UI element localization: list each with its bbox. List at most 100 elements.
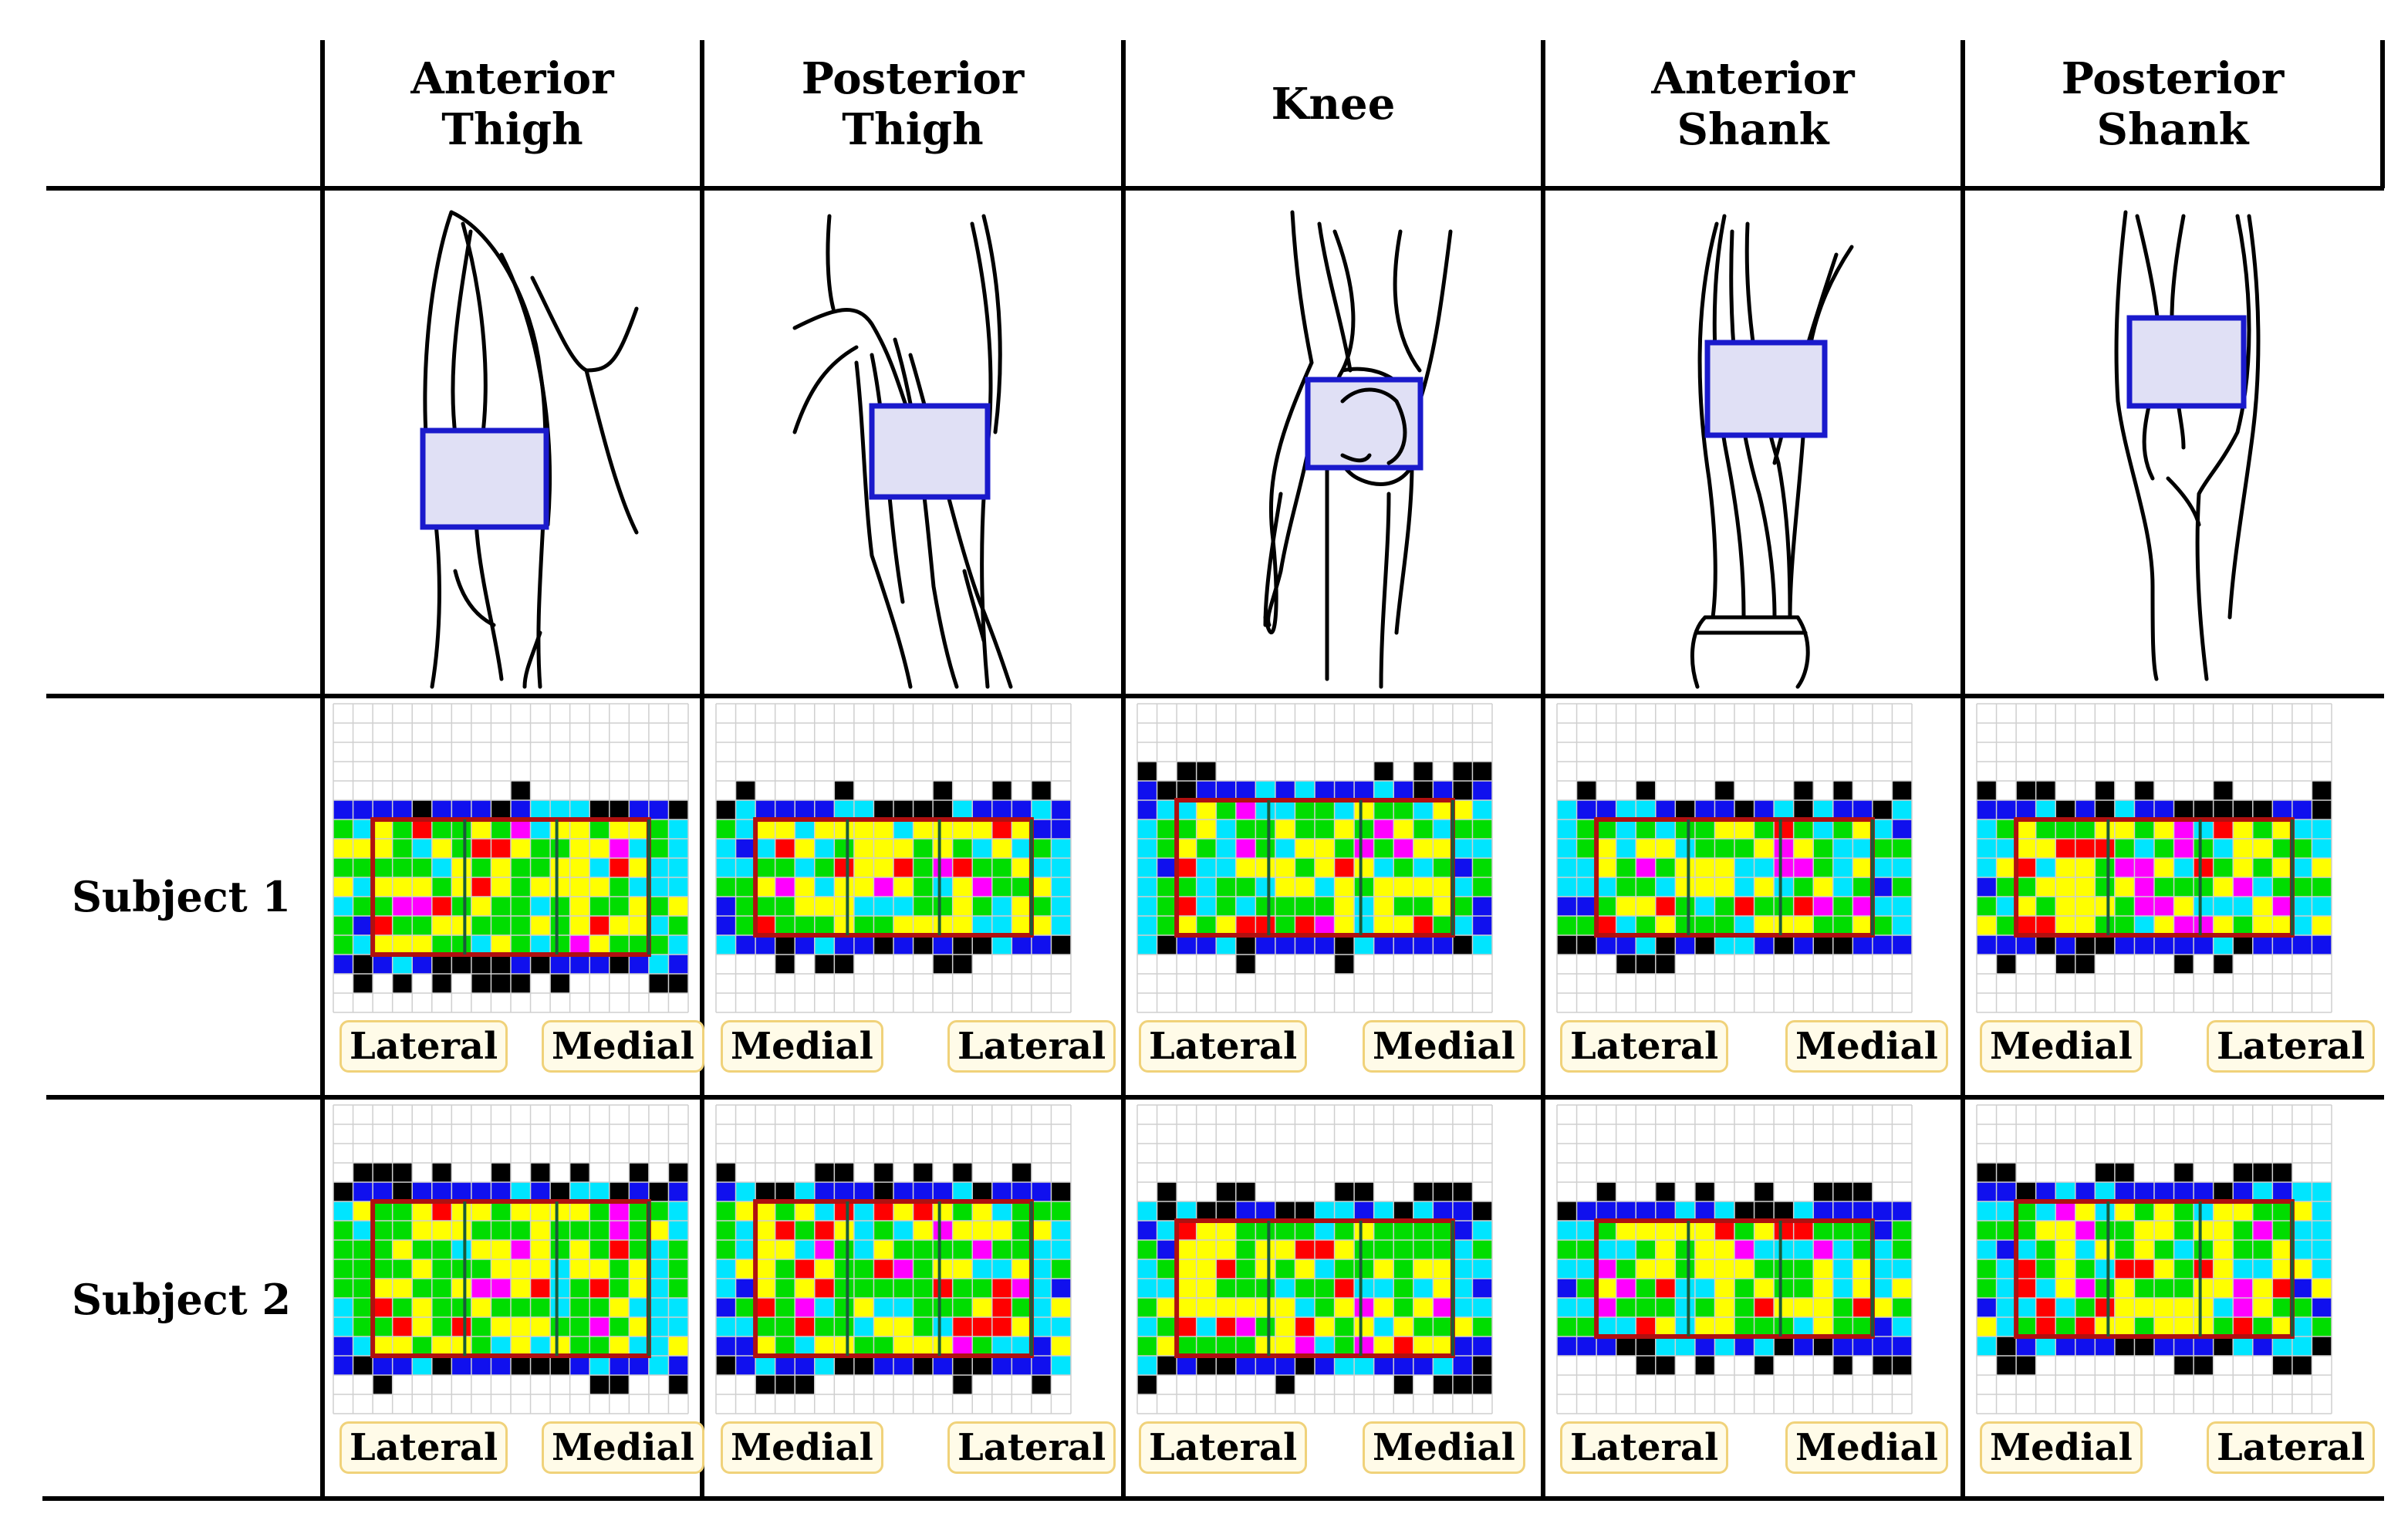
heatmap-cell [2312, 1221, 2332, 1240]
heatmap-cell [1576, 1221, 1597, 1240]
heatmap-cell [1616, 897, 1636, 916]
heatmap-cell [1813, 800, 1833, 819]
heatmap-cell [471, 1336, 491, 1356]
heatmap-cell [2213, 1279, 2234, 1298]
heatmap-cell [913, 877, 934, 897]
heatmap-cell [1714, 916, 1734, 935]
heatmap-cell [2272, 877, 2292, 897]
heatmap-cell [1694, 1201, 1715, 1221]
heatmap-cell [1031, 1356, 1052, 1375]
heatmap-cell [2016, 1298, 2036, 1317]
heatmap-cell [1235, 1201, 1256, 1221]
heatmap-cell [1472, 1298, 1492, 1317]
heatmap-cell [2075, 935, 2096, 955]
heatmap-cell [1393, 1259, 1413, 1279]
heatmap-cell [392, 1336, 413, 1356]
heatmap-cell [412, 1279, 432, 1298]
heatmap-cell [1373, 1201, 1394, 1221]
heatmap-cell [1832, 1259, 1853, 1279]
heatmap-cell [1334, 1201, 1355, 1221]
heatmap-cell [1315, 935, 1335, 955]
heatmap-cell [795, 1201, 815, 1221]
heatmap-cell [2016, 877, 2036, 897]
heatmap-cell [392, 1201, 413, 1221]
heatmap-cell [834, 1221, 854, 1240]
heatmap-cell [1996, 819, 2017, 839]
heatmap-cell [2134, 800, 2154, 819]
heatmap-cell [589, 955, 610, 974]
heatmap-cell [2252, 858, 2273, 877]
heatmap-cell [1433, 858, 1453, 877]
heatmap-cell [1354, 1317, 1374, 1336]
heatmap-cell [716, 935, 736, 955]
heatmap-cell [2154, 1240, 2174, 1259]
heatmap-cell [569, 935, 590, 955]
heatmap-cell [1413, 935, 1434, 955]
heatmap-cell [333, 1240, 353, 1259]
heatmap-cell [814, 1356, 835, 1375]
heatmap-cell [609, 1356, 630, 1375]
heatmap-cell [1315, 1356, 1335, 1375]
heatmap-cell [1433, 1356, 1453, 1375]
heatmap-cell [2233, 1259, 2253, 1279]
heatmap-cell [412, 1259, 432, 1279]
heatmap-cell [795, 839, 815, 858]
heatmap-cell [2291, 1298, 2312, 1317]
heatmap-cell [1754, 858, 1775, 877]
heatmap-cell [373, 1259, 393, 1279]
heatmap-cell [1576, 1259, 1597, 1279]
heatmap-cell [550, 819, 570, 839]
heatmap-cell [1011, 1201, 1032, 1221]
heatmap-cell [1655, 800, 1676, 819]
heatmap-cell [1373, 781, 1394, 800]
heatmap-cell [1011, 897, 1032, 916]
heatmap-cell [1734, 1240, 1754, 1259]
heatmap-cell [569, 1201, 590, 1221]
heatmap-cell [2114, 1221, 2135, 1240]
heatmap-cell [648, 935, 669, 955]
heatmap-cell [1872, 1240, 1893, 1259]
heatmap-cell [1675, 839, 1695, 858]
heatmap-cell [1472, 800, 1492, 819]
heatmap-cell [2114, 1163, 2135, 1182]
heatmap-cell [873, 1259, 893, 1279]
heatmap-cell [2173, 1163, 2194, 1182]
heatmap-cell [1872, 916, 1893, 935]
heatmap-cell [1892, 1279, 1912, 1298]
heatmap-cell [1393, 1298, 1413, 1317]
heatmap-cell [1472, 1221, 1492, 1240]
heatmap-cell [1734, 1201, 1754, 1221]
heatmap-cell [333, 1259, 353, 1279]
heatmap-cell [1031, 781, 1052, 800]
heatmap-cell [1051, 1317, 1071, 1336]
heatmap-cell [1031, 819, 1052, 839]
heatmap-cell [814, 1336, 835, 1356]
heatmap-cell [1636, 858, 1656, 877]
heatmap-cell [589, 1240, 610, 1259]
heatmap-cell [629, 1356, 649, 1375]
heatmap-cell [775, 800, 795, 819]
heatmap-cell [2194, 1182, 2214, 1201]
heatmap-cell [412, 877, 432, 897]
heatmap-cell [1977, 1201, 1997, 1221]
heatmap-cell [893, 916, 914, 935]
heatmap-cell [2312, 916, 2332, 935]
heatmap-cell [1315, 1259, 1335, 1279]
heatmap-cell [913, 1298, 934, 1317]
heatmap-cell [1433, 839, 1453, 858]
heatmap-cell [2095, 1259, 2115, 1279]
heatmap-cell [1235, 916, 1256, 935]
heatmap-cell [991, 935, 1012, 955]
heatmap-cell [373, 1298, 393, 1317]
heatmap-cell [1433, 1317, 1453, 1336]
heatmap-cell [2194, 1298, 2214, 1317]
heatmap-cell [569, 858, 590, 877]
heatmap-cell [1373, 819, 1394, 839]
heatmap-cell [511, 800, 531, 819]
heatmap-cell [991, 1182, 1012, 1201]
heatmap-cell [814, 1240, 835, 1259]
heatmap-cell [1852, 1298, 1873, 1317]
heatmap-cell [373, 935, 393, 955]
heatmap-cell [550, 1298, 570, 1317]
heatmap-cell [2134, 1182, 2154, 1201]
